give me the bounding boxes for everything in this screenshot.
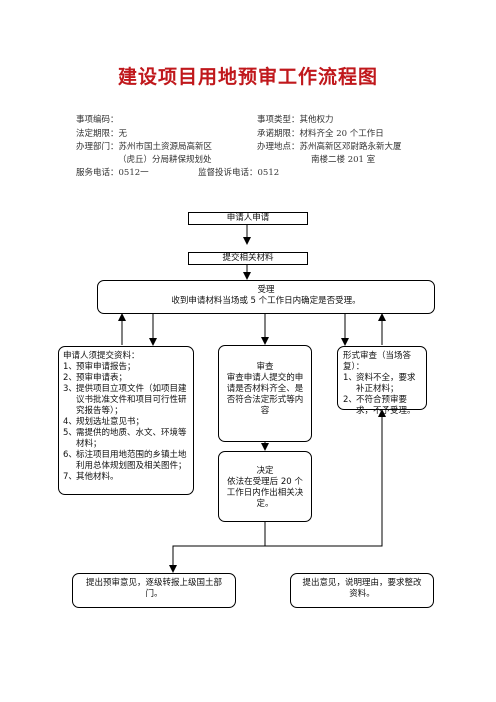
submit-box: 提交相关材料 bbox=[188, 252, 308, 265]
review-desc: 审查申请人提交的申请是否材料齐全、是否符合法定形式等内容 bbox=[226, 373, 304, 416]
formal-list: 1、资料不全，要求补正材料； 2、不符合预审要求，不予受理。 bbox=[343, 373, 422, 417]
arrow-decision-approve bbox=[169, 522, 266, 573]
page-title: 建设项目用地预审工作流程图 bbox=[117, 66, 378, 88]
arrow-decision-formal bbox=[265, 409, 386, 547]
result-reject-box: 提出意见，说明理由，要求整改资料。 bbox=[290, 573, 434, 608]
promise-limit: 承诺期限：材料齐全 20 个工作日 bbox=[257, 129, 384, 139]
accept-title: 受理 bbox=[257, 285, 275, 295]
accept-box: 受理 收到申请材料当场或 5 个工作日内确定是否受理。 bbox=[97, 280, 435, 314]
legal-limit: 法定期限：无 bbox=[76, 129, 128, 139]
formal-item: 2、不符合预审要求，不予受理。 bbox=[343, 395, 416, 416]
formal-item: 1、资料不全，要求补正材料； bbox=[343, 373, 416, 394]
complaint-phone: 监督投诉电话：0512 bbox=[198, 168, 280, 178]
materials-item: 2、预审申请表； bbox=[63, 373, 128, 383]
materials-item: 5、需提供的地质、水文、环境等材料； bbox=[63, 428, 187, 449]
decision-title: 决定 bbox=[256, 466, 274, 476]
accept-desc: 收到申请材料当场或 5 个工作日内确定是否受理。 bbox=[171, 296, 361, 306]
materials-title: 申请人须提交资料： bbox=[63, 351, 140, 361]
materials-item: 1、预审申请报告； bbox=[63, 362, 136, 372]
decision-desc: 依法在受理后 20 个工作日内作出相关决定。 bbox=[226, 477, 304, 509]
review-box: 审查 审查申请人提交的申请是否材料齐全、是否符合法定形式等内容 bbox=[218, 345, 312, 442]
materials-box: 申请人须提交资料： 1、预审申请报告； 2、预审申请表； 3、提供项目立项文件（… bbox=[58, 346, 194, 495]
item-code: 事项编码： bbox=[76, 115, 119, 125]
materials-item: 6、标注项目用地范围的乡镇土地利用总体规划图及相关图件； bbox=[63, 450, 187, 471]
result-approve-box: 提出预审意见，逐级转报上级国土部门。 bbox=[72, 573, 236, 608]
handling-dept: 办理部门：苏州市国土资源局高新区 bbox=[76, 142, 213, 152]
decision-box: 决定 依法在受理后 20 个工作日内作出相关决定。 bbox=[218, 451, 312, 522]
materials-item: 3、提供项目立项文件（如项目建议书批准文件和项目可行性研究报告等）； bbox=[63, 384, 187, 416]
service-phone: 服务电话：0512一 bbox=[76, 168, 149, 178]
materials-item: 7、其他材料。 bbox=[63, 472, 119, 482]
materials-list: 1、预审申请报告； 2、预审申请表； 3、提供项目立项文件（如项目建议书批准文件… bbox=[63, 362, 189, 483]
apply-box: 申请人申请 bbox=[188, 212, 308, 225]
handling-location-cont: 南楼二楼 201 室 bbox=[311, 155, 376, 165]
review-title: 审查 bbox=[256, 362, 274, 372]
formal-title: 形式审查（当场答复）： bbox=[343, 351, 412, 372]
materials-item: 4、规划选址意见书； bbox=[63, 417, 145, 427]
formal-review-box: 形式审查（当场答复）： 1、资料不全，要求补正材料； 2、不符合预审要求，不予受… bbox=[337, 346, 427, 416]
handling-dept-cont: （虎丘）分局耕保规划处 bbox=[118, 155, 212, 165]
handling-location: 办理地点：苏州高新区邓尉路永新大厦 bbox=[257, 142, 402, 152]
item-type: 事项类型：其他权力 bbox=[257, 115, 334, 125]
